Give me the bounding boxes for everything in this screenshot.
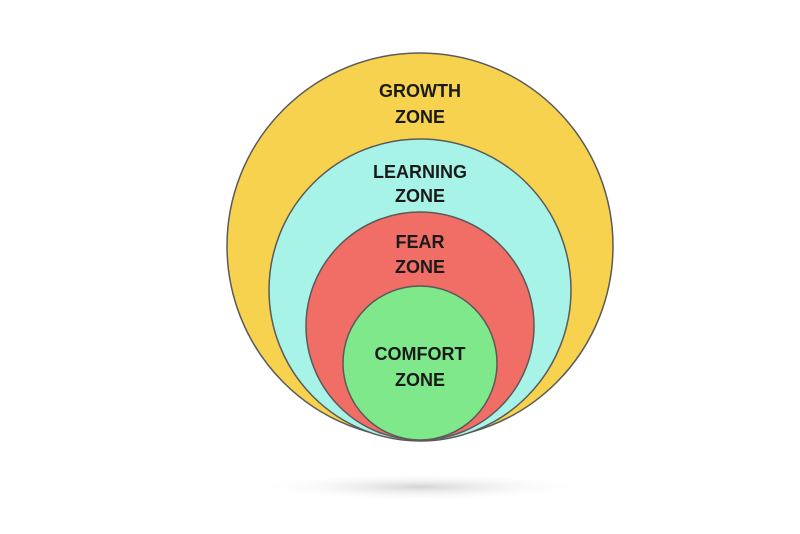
- growth-zone-label-line2: ZONE: [395, 107, 445, 127]
- comfort-zone-label-line2: ZONE: [395, 370, 445, 390]
- learning-zone-label-line2: ZONE: [395, 186, 445, 206]
- ground-shadow: [255, 473, 585, 501]
- fear-zone-label-line1: FEAR: [396, 232, 445, 252]
- comfort-zone-circle: [342, 285, 498, 441]
- fear-zone-label-line2: ZONE: [395, 257, 445, 277]
- growth-zone-label-line1: GROWTH: [379, 81, 461, 101]
- learning-zone-label-line1: LEARNING: [373, 162, 467, 182]
- comfort-zone-label-line1: COMFORT: [375, 344, 466, 364]
